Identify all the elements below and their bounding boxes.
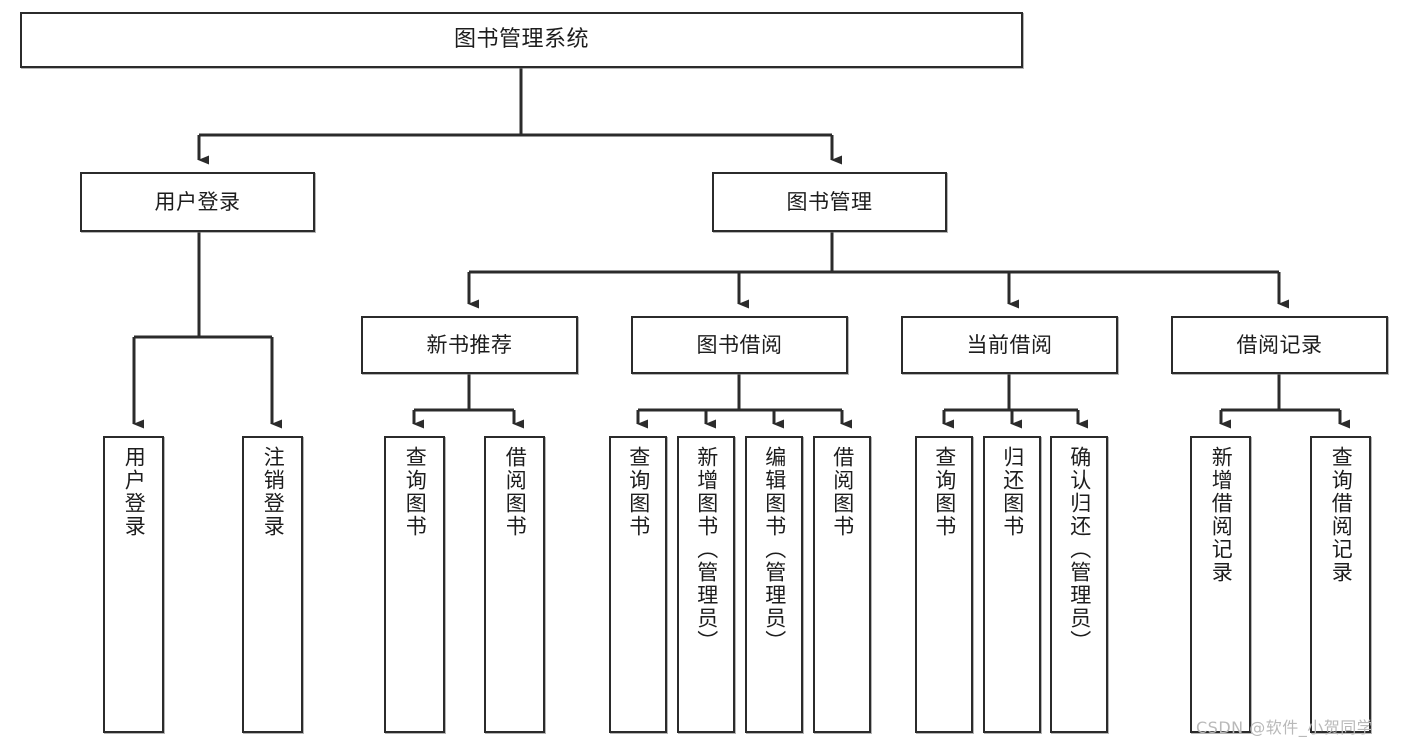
watermark: CSDN @软件_小贺同学 <box>1196 718 1374 737</box>
leaf-add-borrow-record[interactable]: 新增借阅记录 <box>1190 436 1251 733</box>
node-current-borrow[interactable]: 当前借阅 <box>901 316 1118 374</box>
leaf-confirm-return-admin[interactable]: 确认归还（管理员） <box>1050 436 1108 733</box>
node-label: 注销登录 <box>261 446 286 538</box>
leaf-add-book-admin[interactable]: 新增图书（管理员） <box>677 436 735 733</box>
leaf-query-book-new-book[interactable]: 查询图书 <box>384 436 445 733</box>
node-new-book-recommendation[interactable]: 新书推荐 <box>361 316 578 374</box>
node-label: 图书管理 <box>786 189 873 214</box>
node-label: 当前借阅 <box>966 332 1053 357</box>
node-label: 归还图书 <box>1000 446 1025 538</box>
node-label: 图书借阅 <box>696 332 783 357</box>
leaf-edit-book-admin[interactable]: 编辑图书（管理员） <box>745 436 803 733</box>
node-label: 图书管理系统 <box>453 26 589 52</box>
node-label: 查询图书 <box>403 446 428 538</box>
node-book-borrow[interactable]: 图书借阅 <box>631 316 848 374</box>
node-label: 用户登录 <box>154 189 241 214</box>
leaf-user-login[interactable]: 用户登录 <box>103 436 164 733</box>
leaf-return-book[interactable]: 归还图书 <box>983 436 1041 733</box>
node-label: 新书推荐 <box>426 332 513 357</box>
node-borrow-record[interactable]: 借阅记录 <box>1171 316 1388 374</box>
node-label: 编辑图书（管理员） <box>762 446 787 653</box>
node-label: 新增借阅记录 <box>1209 446 1234 584</box>
node-label: 查询图书 <box>932 446 957 538</box>
leaf-borrow-book-borrow[interactable]: 借阅图书 <box>813 436 871 733</box>
leaf-borrow-book-new-book[interactable]: 借阅图书 <box>484 436 545 733</box>
node-root-book-management-system[interactable]: 图书管理系统 <box>20 12 1023 68</box>
leaf-query-book-current[interactable]: 查询图书 <box>915 436 973 733</box>
node-label: 新增图书（管理员） <box>694 446 719 653</box>
node-label: 确认归还（管理员） <box>1067 446 1092 653</box>
node-label: 查询借阅记录 <box>1329 446 1354 584</box>
leaf-user-logout[interactable]: 注销登录 <box>242 436 303 733</box>
node-label: 查询图书 <box>626 446 651 538</box>
leaf-query-borrow-record[interactable]: 查询借阅记录 <box>1310 436 1371 733</box>
node-label: 借阅记录 <box>1236 332 1323 357</box>
node-user-login[interactable]: 用户登录 <box>80 172 315 232</box>
node-label: 借阅图书 <box>503 446 528 538</box>
node-label: 用户登录 <box>122 446 147 538</box>
node-label: 借阅图书 <box>830 446 855 538</box>
leaf-query-book-borrow[interactable]: 查询图书 <box>609 436 667 733</box>
node-book-management[interactable]: 图书管理 <box>712 172 947 232</box>
